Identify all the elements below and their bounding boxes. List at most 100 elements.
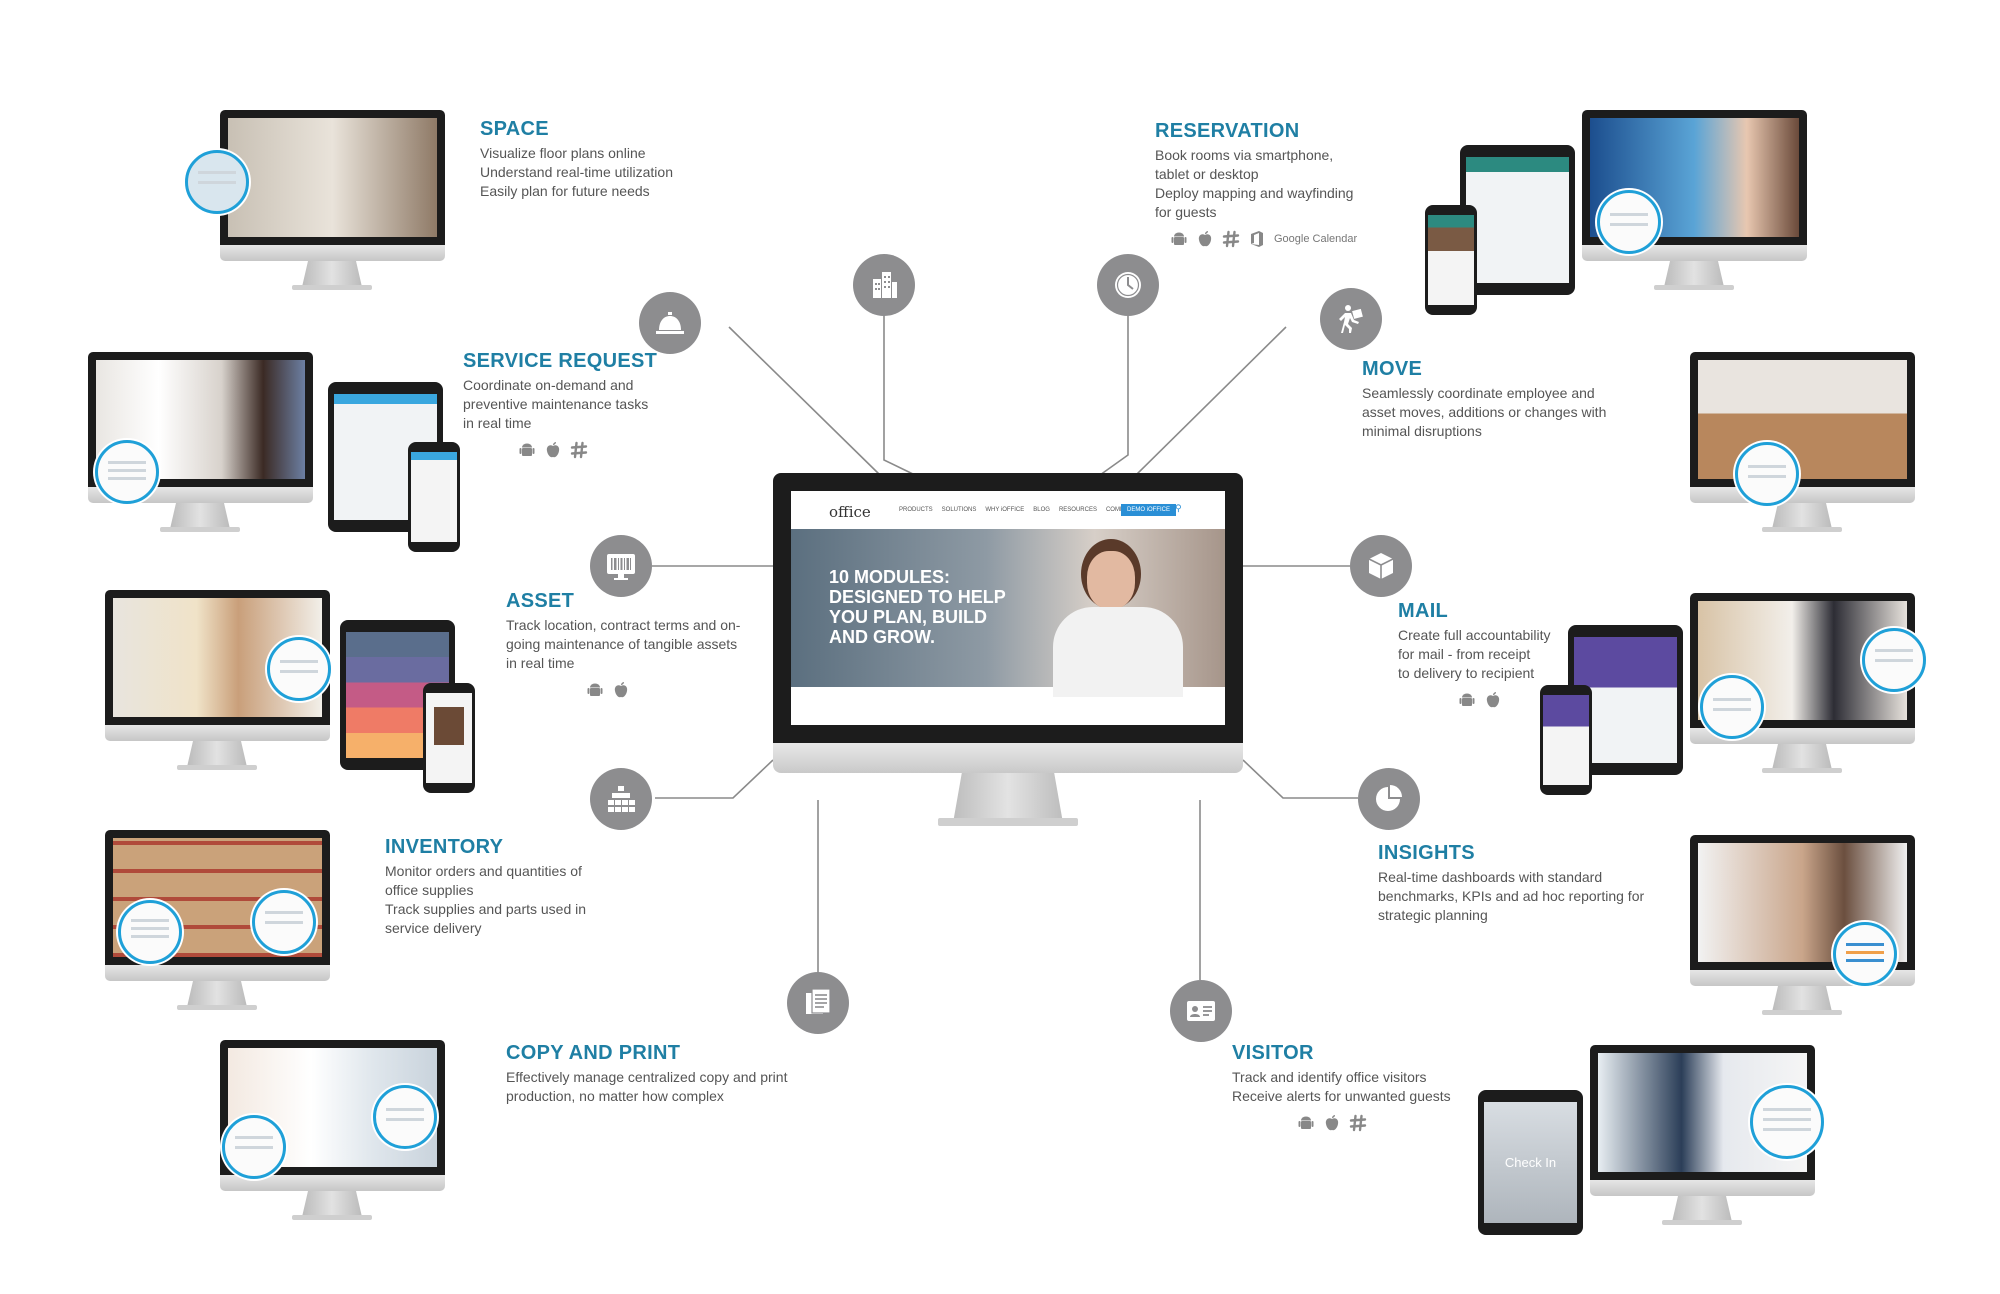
module-line: to delivery to recipient [1398,665,1535,681]
reservation-phone-mockup [1425,205,1477,315]
check-in-label: Check In [1504,1155,1557,1170]
slack-icon [1222,230,1240,248]
mail-phone-mockup [1540,685,1592,795]
module-line: Track and identify office visitors [1232,1069,1427,1085]
module-inventory: INVENTORY Monitor orders and quantities … [385,836,586,938]
slack-icon [1349,1114,1367,1132]
headline-line: 10 MODULES: [829,567,951,587]
module-line: Deploy mapping and wayfinding [1155,185,1354,201]
copy-print-zoom-callout-right [373,1085,437,1149]
insights-zoom-callout [1833,922,1897,986]
android-icon [587,683,603,696]
module-asset: ASSET Track location, contract terms and… [506,590,740,699]
reservation-tablet-mockup [1460,145,1575,295]
module-reservation: RESERVATION Book rooms via smartphone, t… [1155,120,1357,248]
android-icon [519,443,535,456]
mail-zoom-callout-right [1862,628,1926,692]
module-line: tablet or desktop [1155,166,1259,182]
android-icon [1171,232,1187,245]
module-line: Understand real-time utilization [480,164,673,180]
module-line: Monitor orders and quantities of [385,863,582,879]
module-line: Coordinate on-demand and [463,377,634,393]
website-nav-links: PRODUCTS SOLUTIONS WHY iOFFICE BLOG RESO… [899,507,1136,513]
module-move: MOVE Seamlessly coordinate employee and … [1362,358,1606,441]
module-line: Real-time dashboards with standard [1378,869,1603,885]
headline-line: YOU PLAN, BUILD [829,607,988,627]
platform-icons: Google Calendar [1170,230,1357,248]
apple-icon [1325,1115,1339,1131]
connector-insights [1242,759,1358,799]
barcode-icon [590,535,652,597]
visitor-zoom-callout [1750,1085,1824,1159]
connector-reservation [1099,297,1129,476]
module-line: benchmarks, KPIs and ad hoc reporting fo… [1378,888,1645,904]
asset-phone-mockup [423,683,475,793]
module-line: service delivery [385,920,482,936]
office-icon [1251,231,1263,247]
hero-person-face [1087,551,1135,609]
module-line: going maintenance of tangible assets [506,636,738,652]
module-title: VISITOR [1232,1042,1314,1064]
module-title: SPACE [480,118,549,140]
monitor-stand [953,773,1063,823]
module-line: for guests [1155,204,1217,220]
mover-icon [1320,288,1382,350]
module-mail: MAIL Create full accountability for mail… [1398,600,1551,709]
module-line: preventive maintenance tasks [463,396,649,412]
module-line: Visualize floor plans online [480,145,646,161]
visitor-card-icon [1170,980,1232,1042]
apple-icon [1198,231,1212,247]
module-line: for mail - from receipt [1398,646,1531,662]
move-zoom-callout [1735,442,1799,506]
inventory-zoom-callout-left [118,900,182,964]
module-line: production, no matter how complex [506,1088,724,1104]
service-request-zoom-callout [95,440,159,504]
module-line: in real time [506,655,575,671]
monitor-bezel: office PRODUCTS SOLUTIONS WHY iOFFICE BL… [773,473,1243,743]
module-title: INSIGHTS [1378,842,1475,864]
apple-icon [546,442,560,458]
connector-move [1135,326,1287,476]
module-line: strategic planning [1378,907,1488,923]
module-line: Create full accountability [1398,627,1551,643]
space-desktop-mockup [220,110,445,290]
platform-icons [586,681,740,699]
platform-icons [1297,1114,1451,1132]
module-line: Easily plan for future needs [480,183,650,199]
module-line: Track supplies and parts used in [385,901,587,917]
copy-document-icon [787,972,849,1034]
platform-icons [1458,691,1551,709]
google-calendar-label: Google Calendar [1274,233,1358,245]
connector-space [883,297,916,476]
module-line: minimal disruptions [1362,423,1482,439]
demo-button: DEMO iOFFICE [1121,504,1176,516]
copy-print-zoom-callout-left [222,1115,286,1179]
module-line: asset moves, additions or changes with [1362,404,1607,420]
android-icon [1459,693,1475,706]
module-line: Seamlessly coordinate employee and [1362,385,1595,401]
nav-link: PRODUCTS [899,507,933,513]
module-line: Book rooms via smartphone, [1155,147,1334,163]
space-zoom-callout [185,150,249,214]
module-insights: INSIGHTS Real-time dashboards with stand… [1378,842,1644,925]
module-service-request: SERVICE REQUEST Coordinate on-demand and… [463,350,657,459]
package-icon [1350,535,1412,597]
module-line: in real time [463,415,532,431]
clock-icon [1097,254,1159,316]
hero-banner: 10 MODULES: DESIGNED TO HELP YOU PLAN, B… [791,529,1225,697]
pie-chart-icon [1358,768,1420,830]
module-space: SPACE Visualize floor plans online Under… [480,118,673,201]
module-title: MOVE [1362,358,1423,380]
nav-link: RESOURCES [1058,507,1097,513]
service-bell-icon [639,292,701,354]
module-title: MAIL [1398,600,1449,622]
mail-zoom-callout-left [1700,675,1764,739]
apple-icon [614,682,628,698]
nav-link: BLOG [1033,507,1050,513]
website-screenshot: office PRODUCTS SOLUTIONS WHY iOFFICE BL… [791,491,1225,725]
module-title: ASSET [506,590,575,612]
center-monitor: office PRODUCTS SOLUTIONS WHY iOFFICE BL… [773,473,1243,853]
module-line: Receive alerts for unwanted guests [1232,1088,1451,1104]
apple-icon [1486,692,1500,708]
